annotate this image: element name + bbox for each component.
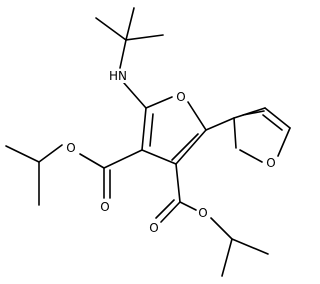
bond <box>103 149 143 169</box>
bond <box>79 153 105 169</box>
bond <box>38 144 63 163</box>
bond <box>175 163 181 203</box>
upper-ester-alkoxy-oxygen-label: O <box>65 141 77 155</box>
bond <box>145 96 173 109</box>
bond <box>95 17 127 41</box>
bond <box>210 217 233 240</box>
bond <box>125 7 135 41</box>
bond <box>5 145 40 163</box>
bond <box>141 149 177 165</box>
bond <box>233 117 237 149</box>
bond <box>119 39 127 69</box>
bond <box>239 149 263 163</box>
bond <box>123 82 147 109</box>
lower-ester-carbonyl-oxygen-label: O <box>148 221 160 235</box>
bond <box>149 113 154 147</box>
amine-label: HN <box>108 69 128 83</box>
bond <box>155 199 175 219</box>
bond <box>264 107 291 129</box>
bond <box>205 117 235 131</box>
bond <box>242 110 265 116</box>
bond-layer <box>5 7 291 277</box>
furan-oxygen-label: O <box>175 90 187 104</box>
side-furan-oxygen-label: O <box>265 156 277 170</box>
bond <box>231 238 269 255</box>
bond <box>277 127 291 157</box>
bond <box>221 238 233 277</box>
bond <box>179 201 197 211</box>
bond <box>160 201 181 223</box>
bond <box>175 129 207 165</box>
bond <box>262 114 283 131</box>
lower-ester-alkoxy-oxygen-label: O <box>197 206 209 220</box>
bond <box>187 101 207 131</box>
bond <box>171 133 199 161</box>
upper-ester-carbonyl-oxygen-label: O <box>99 200 111 214</box>
bond <box>125 34 164 41</box>
structure-diagram: HN O O O O O O <box>5 7 291 277</box>
bond <box>141 107 147 151</box>
